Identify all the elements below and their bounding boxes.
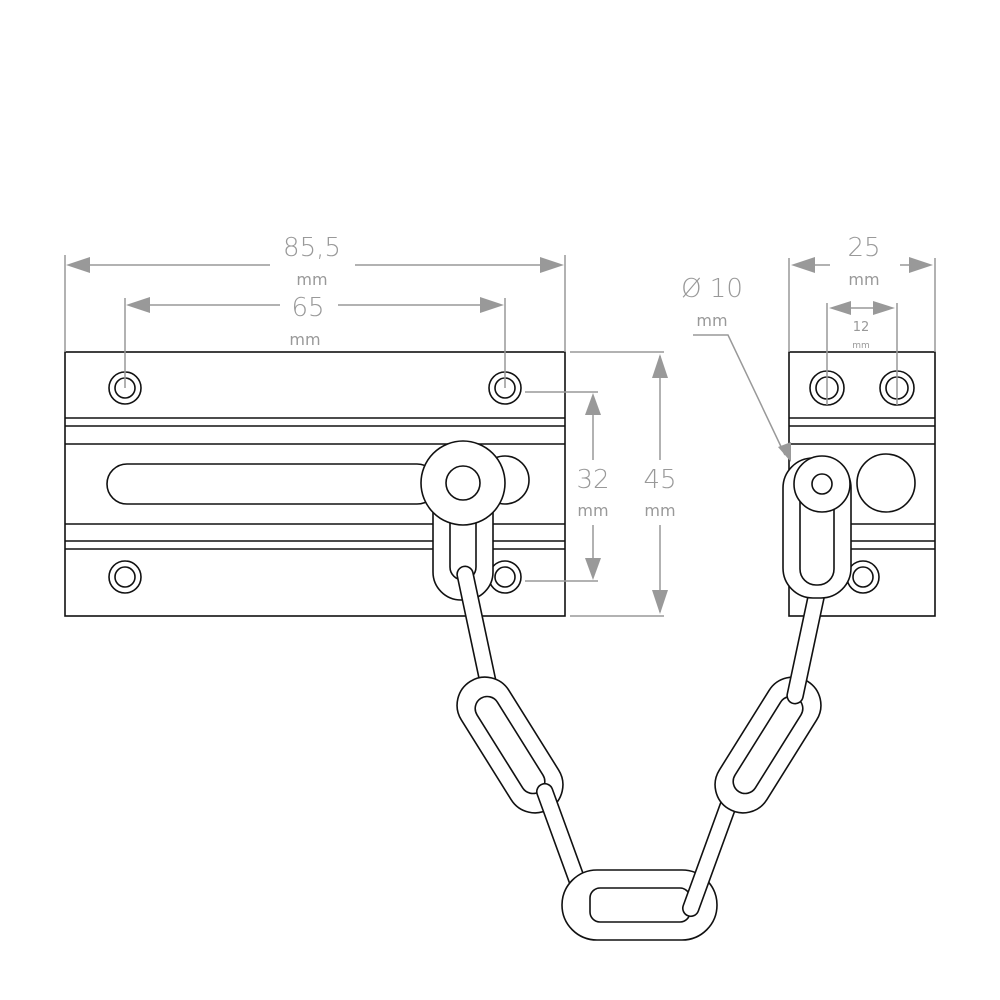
- roller-diameter-value: Ø 10: [681, 274, 743, 304]
- vertical-spacing-unit: mm: [577, 501, 608, 520]
- keeper-hole-spacing-value: 12: [853, 320, 870, 335]
- hole-spacing-unit: mm: [289, 330, 320, 349]
- vertical-spacing-value: 32: [576, 465, 609, 495]
- hole-spacing-value: 65: [291, 293, 324, 323]
- screw-hole: [488, 560, 522, 594]
- screw-hole: [108, 560, 142, 594]
- roller-diameter-unit: mm: [696, 311, 727, 330]
- length-value: 85,5: [283, 233, 341, 263]
- chain: [420, 440, 852, 941]
- height-unit: mm: [644, 501, 675, 520]
- slide-slot: [106, 463, 438, 505]
- height-value: 45: [643, 465, 676, 495]
- keeper-width-value: 25: [847, 233, 880, 263]
- keeper-slot: [856, 453, 916, 513]
- keeper-width-unit: mm: [848, 270, 879, 289]
- keeper-hole-spacing-unit: mm: [852, 341, 870, 351]
- dimension-lines: [64, 255, 936, 617]
- dimension-labels: 85,5 mm 65 mm 32 mm 45 mm Ø 10 mm 25 mm …: [283, 233, 880, 520]
- screw-hole: [846, 560, 880, 594]
- length-unit: mm: [296, 270, 327, 289]
